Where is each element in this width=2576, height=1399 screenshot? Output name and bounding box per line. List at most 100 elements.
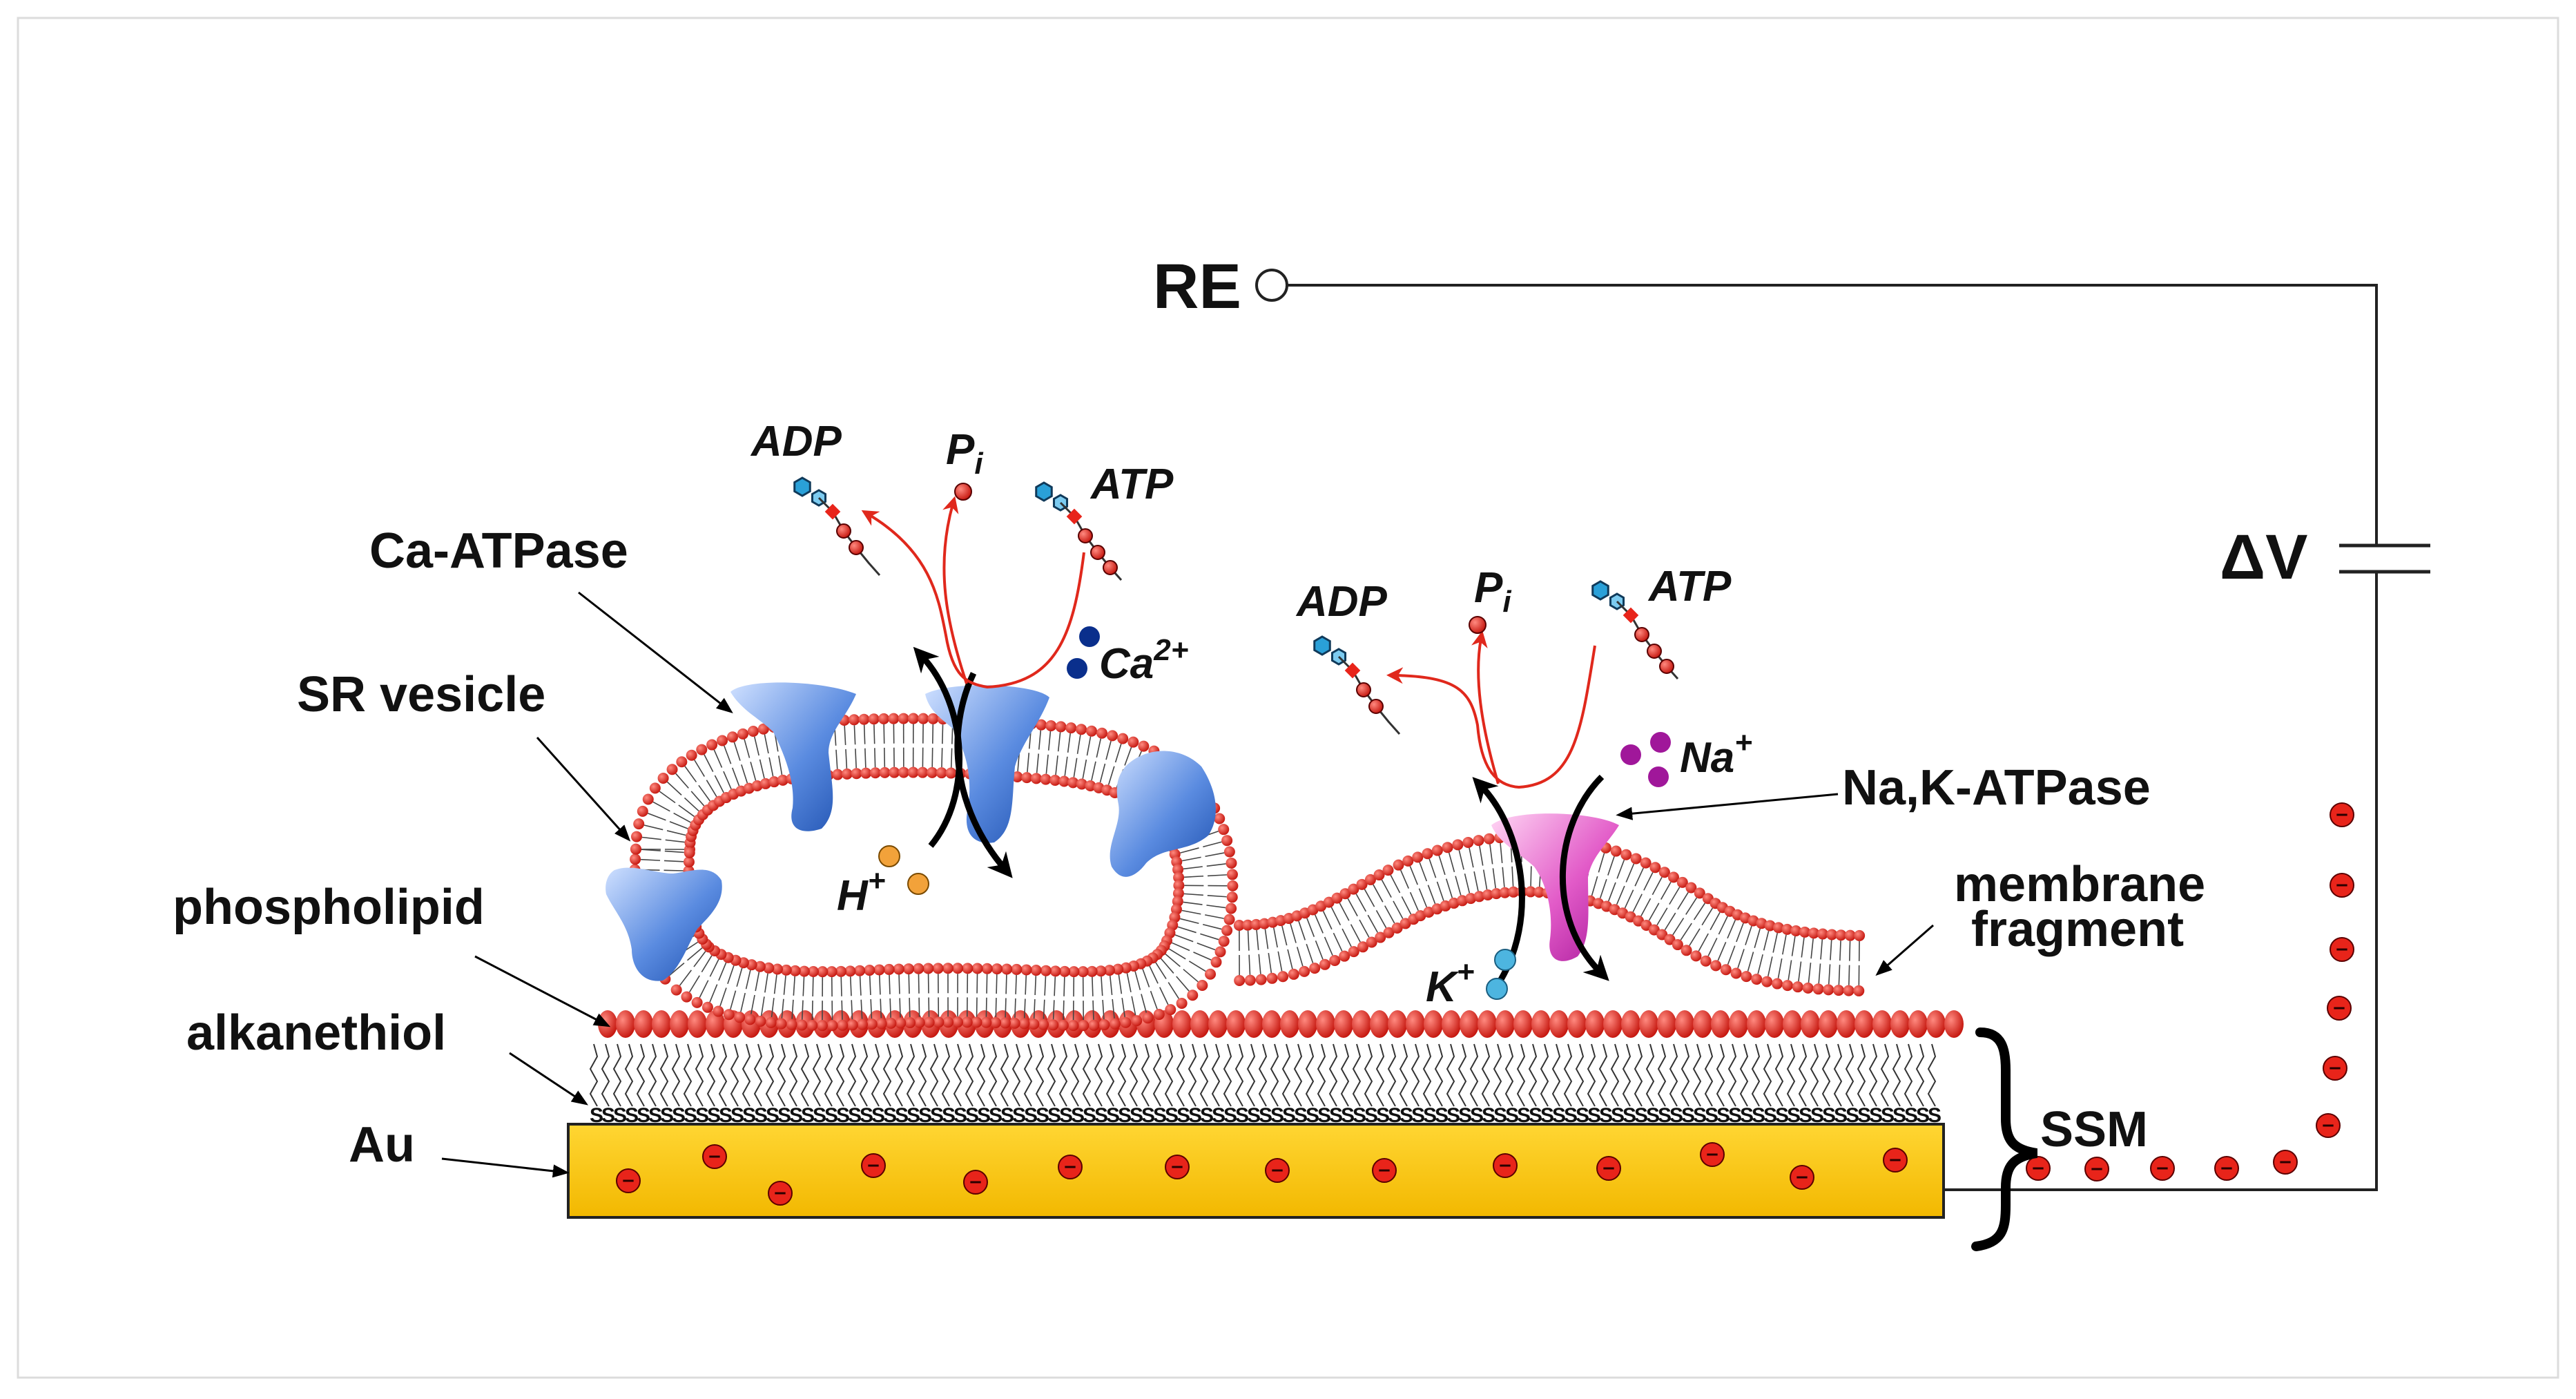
- lipid-tail: [1306, 944, 1313, 963]
- lipid-tail: [1200, 934, 1219, 939]
- lipid-head: [1280, 1010, 1299, 1038]
- lipid-tail: [1401, 870, 1409, 889]
- lipid-head: [1142, 1012, 1153, 1023]
- lipid-tail: [1049, 731, 1051, 751]
- lipid-head: [1208, 1010, 1228, 1038]
- lipid-tail: [1718, 942, 1725, 961]
- lipid-head: [1352, 1010, 1371, 1038]
- lipid-tail: [704, 755, 713, 772]
- lipid-tail: [1657, 908, 1667, 925]
- lipid-head: [918, 713, 929, 724]
- lipid-head: [630, 844, 641, 855]
- lipid-tail: [1180, 848, 1199, 853]
- lipid-head: [734, 1012, 745, 1023]
- lipid-tail: [1455, 876, 1461, 896]
- lipid-tail: [1176, 976, 1189, 991]
- thiol-chain: [1553, 1044, 1560, 1106]
- lipid-head: [952, 963, 963, 974]
- lipid-tail: [1598, 853, 1604, 873]
- lipid-head: [889, 767, 900, 778]
- electron: [1493, 1154, 1517, 1177]
- lipid-tail: [1127, 973, 1131, 992]
- lipid-tail: [996, 974, 997, 994]
- lipid-tail: [684, 798, 699, 811]
- lipid-tail: [1096, 739, 1101, 758]
- thiol-chain: [907, 1044, 914, 1106]
- lipid-tail: [784, 976, 786, 995]
- thiol-chain: [1342, 1044, 1348, 1106]
- na-ion-label: Na+: [1680, 726, 1752, 782]
- lipid-head: [1298, 1010, 1317, 1038]
- lipid-tail: [710, 985, 717, 1003]
- lipid-head: [884, 964, 895, 975]
- lipid-tail: [1268, 953, 1271, 973]
- lipid-head: [1068, 1020, 1079, 1031]
- thiol-chain: [1729, 1044, 1736, 1106]
- lipid-tail: [1748, 952, 1754, 972]
- lipid-tail: [1385, 906, 1395, 923]
- thiol-chain: [1365, 1044, 1372, 1106]
- lipid-tail: [803, 977, 804, 996]
- electron: [1701, 1143, 1724, 1166]
- lipid-tail: [986, 998, 987, 1017]
- thiol-chain: [1494, 1044, 1501, 1106]
- lipid-tail: [1801, 938, 1804, 958]
- lipid-tail: [1681, 923, 1692, 940]
- lipid-tail: [699, 785, 710, 801]
- lipid-tail: [679, 805, 695, 816]
- lipid-tail: [1736, 923, 1743, 942]
- lipid-tail: [691, 791, 704, 806]
- thiol-chain: [1858, 1044, 1865, 1106]
- lipid-tail: [1092, 762, 1096, 780]
- lipid-head: [1098, 1019, 1110, 1030]
- thiol-chain: [1025, 1044, 1032, 1106]
- lipid-tail: [1635, 868, 1643, 886]
- lipid-tail: [1006, 974, 1007, 994]
- lipid-tail: [1459, 850, 1464, 869]
- lipid-head: [1045, 720, 1056, 731]
- lipid-tail: [701, 956, 712, 972]
- lipid-tail: [1783, 935, 1786, 955]
- lipid-head: [1393, 860, 1404, 871]
- base-ring: [1315, 637, 1330, 655]
- lipid-tail: [1469, 848, 1473, 867]
- lipid-tail: [1259, 954, 1261, 974]
- lipid-tail: [1393, 901, 1403, 919]
- lipid-head: [1131, 1015, 1142, 1026]
- lipid-tail: [1484, 869, 1487, 889]
- lipid-head: [1245, 975, 1256, 986]
- thiol-chain: [614, 1044, 621, 1106]
- lipid-tail: [755, 972, 759, 992]
- lipid-tail: [1500, 843, 1502, 863]
- lipid-head: [637, 806, 648, 817]
- lipid-head: [1011, 964, 1022, 975]
- lipid-head: [1693, 1010, 1712, 1038]
- phosphate-group: [1357, 683, 1371, 697]
- na-ion: [1650, 732, 1671, 753]
- thiol-chain: [802, 1044, 808, 1106]
- lipid-head: [982, 963, 993, 974]
- lipid-tail: [1333, 933, 1342, 951]
- lipid-head: [1908, 1010, 1928, 1038]
- electron: [2085, 1157, 2109, 1181]
- lipid-head: [962, 1016, 973, 1027]
- lipid-head: [1813, 983, 1824, 994]
- lipid-head: [1388, 1010, 1407, 1038]
- lipid-tail: [648, 813, 666, 820]
- lipid-head: [727, 731, 738, 742]
- lipid-head: [1854, 930, 1865, 941]
- lipid-tail: [667, 831, 686, 836]
- lipid-head: [1226, 1010, 1246, 1038]
- lipid-tail: [1093, 1001, 1094, 1020]
- lipid-head: [1299, 966, 1310, 977]
- lipid-head: [1721, 964, 1732, 975]
- lipid-tail: [1205, 853, 1225, 856]
- lipid-head: [598, 1010, 617, 1038]
- lipid-head: [670, 1010, 689, 1038]
- lipid-tail: [1106, 741, 1111, 760]
- lipid-head: [1495, 1010, 1515, 1038]
- thiol-chain: [1776, 1044, 1783, 1106]
- thiol-chain: [837, 1044, 844, 1106]
- lipid-tail: [1600, 879, 1607, 898]
- lipid-head: [1833, 985, 1844, 996]
